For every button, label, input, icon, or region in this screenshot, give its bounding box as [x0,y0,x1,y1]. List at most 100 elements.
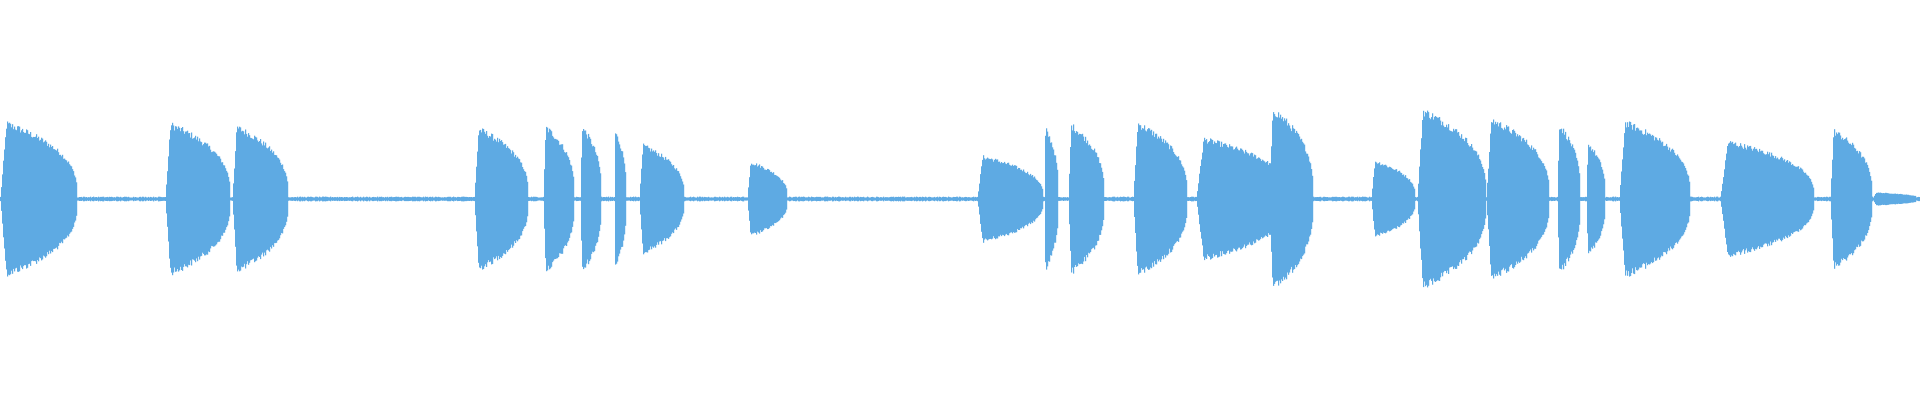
waveform-bar [1057,169,1059,229]
waveform-bar [1052,147,1054,251]
waveform-bar [776,175,778,223]
waveform-bar [1285,120,1287,278]
waveform-bar [1459,135,1461,263]
waveform-bar [1640,130,1642,268]
waveform-bar [814,197,816,201]
waveform-bar [1076,131,1078,267]
waveform-bar [1379,162,1381,236]
waveform-bar [1908,194,1910,204]
waveform-bar [1054,155,1056,243]
waveform-bar [1145,130,1147,268]
waveform-bar [1129,197,1131,201]
waveform-bar [1228,147,1230,251]
waveform-bar [89,197,91,201]
waveform-bar [678,171,680,227]
waveform-bar [892,196,894,201]
waveform-bar [1074,131,1076,267]
waveform-bar [829,197,831,201]
waveform-bar [1207,143,1209,255]
waveform-bar [1538,157,1540,241]
waveform-bar [1635,130,1637,268]
waveform-bar [1380,165,1382,233]
waveform-bar [1826,196,1828,202]
waveform-bar [74,175,76,223]
waveform-bar [1688,175,1690,223]
waveform-bar [416,197,418,201]
waveform-bar [651,148,653,250]
waveform-bar [506,147,508,250]
waveform-bar [421,197,423,201]
waveform-bar [1417,196,1419,202]
waveform-bar [1404,176,1406,222]
waveform-bar [1227,146,1229,251]
waveform-bar [1703,197,1705,201]
waveform-bar [1201,159,1203,239]
waveform-bar [1328,197,1330,201]
waveform-bar [1446,124,1448,274]
waveform-bar [505,143,507,255]
waveform-bar [752,164,754,234]
waveform-bar [319,196,321,202]
waveform-bar [1221,141,1223,257]
waveform-bar [1495,121,1497,277]
waveform-bar [653,150,655,248]
waveform-bar [286,176,288,222]
waveform-bar [1780,157,1782,241]
waveform-bar [1388,167,1390,231]
waveform-bar [1774,158,1776,240]
waveform-bar [1775,156,1777,242]
waveform-bar [1633,124,1635,274]
waveform-bar [623,157,625,241]
waveform-bar [1725,160,1727,238]
waveform-bar [474,196,476,202]
waveform-bar [804,196,806,201]
waveform-bar [409,197,411,201]
waveform-bar [827,196,829,202]
waveform-bar [1885,192,1887,206]
waveform-bar [1838,132,1840,266]
waveform-bar [1501,127,1503,271]
waveform-bar [1485,179,1487,219]
waveform-bar [1301,138,1303,260]
waveform-bar [1502,128,1504,270]
waveform-bar [1852,142,1854,256]
waveform-bar [373,196,375,202]
waveform-bar [1399,170,1401,228]
waveform-bar [1743,149,1745,249]
waveform-bar [1874,195,1876,203]
waveform-bar [1269,163,1271,235]
waveform-bar [527,181,529,217]
waveform-bar [871,197,873,202]
waveform-bar [1013,166,1015,232]
waveform-bar [91,197,93,201]
waveform-bar [1123,196,1125,202]
waveform-bar [133,196,135,202]
waveform-bar [1422,120,1424,279]
waveform-bar [1205,140,1207,258]
waveform-bar [1017,169,1019,229]
waveform-bar [381,196,383,202]
waveform-bar [878,197,880,201]
waveform-bar [877,196,879,202]
waveform-bar [648,147,650,251]
waveform-bar [1631,125,1633,273]
waveform-bar [517,156,519,242]
waveform-bar [1796,166,1798,232]
waveform-bar [947,197,949,201]
waveform-bar [545,140,547,259]
waveform-bar [141,197,143,201]
waveform-bar [229,181,231,217]
waveform-bar [1059,197,1061,201]
waveform-bar [1627,122,1629,276]
waveform-bar [1623,147,1625,251]
waveform-bar [38,136,40,262]
waveform-bar [247,136,249,262]
waveform-bar [1018,167,1020,230]
waveform-bar [392,197,394,201]
waveform-bar [1431,117,1433,281]
waveform-bar [1591,150,1593,248]
waveform-bar [978,191,980,207]
waveform-bar [1590,146,1592,252]
waveform-bar [1432,113,1434,285]
waveform-bar [1677,154,1679,244]
